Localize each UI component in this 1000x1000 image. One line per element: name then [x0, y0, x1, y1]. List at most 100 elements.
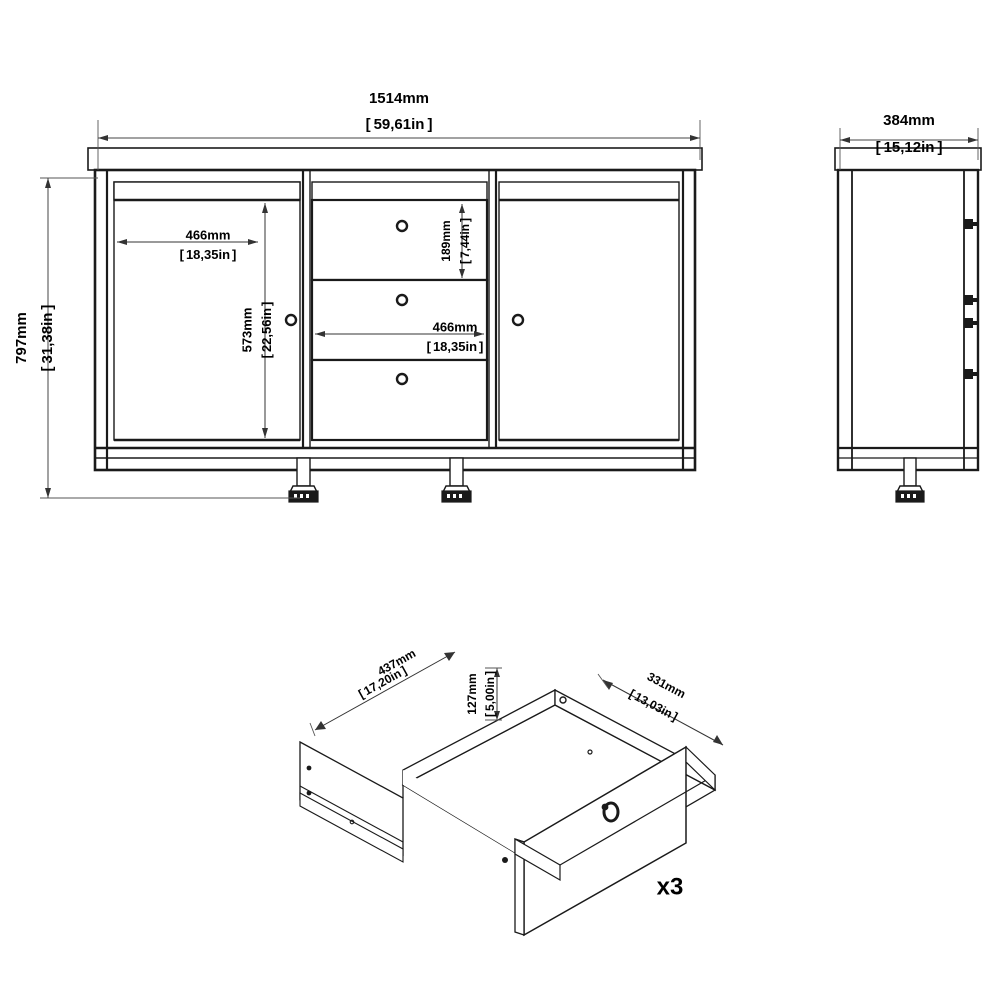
drawer-box-height-inch-val: 5,00in: [483, 677, 497, 711]
height-inch-val: 31,38in: [39, 313, 56, 364]
dim-overall-width: 1514mm [59,61in]: [97, 90, 701, 170]
dim-side-depth-mm: 384mm: [883, 112, 935, 129]
front-foot-right: [441, 457, 472, 503]
dim-width-arrow-right: [690, 135, 700, 141]
dim-drawer-length-ext-1: [309, 722, 316, 737]
dim-drawer-length-arrow-1: [315, 721, 326, 730]
dim-drawer-width-mm: 466mm: [433, 319, 478, 334]
drawer-left-rail-end-screw: [502, 857, 508, 863]
dim-door-width-arrow-right: [248, 239, 258, 245]
side-hinge-4-body: [964, 369, 973, 379]
dim-height-arrow-top: [45, 178, 51, 188]
dim-drawer-box-height: 127mm [5,00in]: [465, 667, 502, 721]
dim-drawer-width-inch: [18,35in]: [427, 339, 484, 354]
dim-overall-height-inch: [31,38in]: [39, 305, 56, 372]
drawer-right-top-edge-face: [685, 745, 716, 792]
side-foot-ridge-3: [913, 494, 916, 498]
dim-overall-height-mm: 797mm: [13, 312, 30, 364]
dim-width-arrow-left: [98, 135, 108, 141]
foot-left-ridge-1: [294, 494, 297, 498]
drawer-2-knob-icon: [395, 293, 409, 307]
side-foot: [895, 457, 925, 503]
dim-height-arrow-bottom: [45, 488, 51, 498]
front-foot-right-stem: [449, 457, 464, 487]
dim-box-width-arrow-2: [713, 735, 723, 745]
drawer-left-slide-rail: [299, 792, 404, 863]
door-height-inch-val: 22,56in: [259, 308, 274, 352]
side-hinge-2-arm: [972, 298, 979, 302]
drawer-left-side-panel: [299, 740, 404, 857]
dim-box-width-ext-1: [597, 673, 609, 689]
side-hinge-1-arm: [972, 222, 979, 226]
front-drawer-2: [310, 278, 489, 362]
front-view-group: 1514mm [59,61in] 797mm [31,38in] 466mm […: [13, 90, 703, 503]
drawer-left-rail-hole: [349, 819, 355, 825]
drawer-left-cam-screw-2: [306, 790, 312, 796]
front-top-panel: [87, 147, 703, 171]
dim-depth-arrow-left: [840, 137, 850, 143]
right-door-knob-icon: [511, 313, 525, 327]
foot-right-ridge-3: [459, 494, 462, 498]
side-hinge-4-arm: [972, 372, 979, 376]
dim-door-height-mm: 573mm: [239, 308, 254, 353]
drawer-left-cam-screw-1: [306, 765, 312, 771]
dim-drawer-height-arrow-top: [459, 204, 465, 213]
side-foot-stem: [903, 457, 917, 487]
dim-side-depth-inch: [15,12in]: [876, 139, 943, 156]
dim-depth-arrow-right: [968, 137, 978, 143]
dim-box-width-arrow-1: [603, 680, 613, 690]
side-hinge-1: [964, 219, 979, 229]
drawer-width-inch-val: 18,35in: [433, 339, 477, 354]
dim-drawer-length: 437mm [17,20in]: [309, 646, 456, 737]
dim-box-height-arrow-bottom: [494, 711, 500, 720]
dim-door-width-mm: 466mm: [186, 227, 231, 242]
drawer-detail-group: 437mm [17,20in] 127mm [5,00in] 331mm: [299, 646, 724, 937]
side-hinge-3: [964, 318, 979, 328]
dim-drawer-width-arrow-left: [315, 331, 325, 337]
door-width-inch-val: 18,35in: [186, 247, 230, 262]
drawer-1-knob-icon: [395, 219, 409, 233]
dim-door-height-arrow-top: [262, 203, 268, 213]
dim-drawer-height: 189mm [7,44in]: [439, 204, 472, 278]
front-drawer-bay-top-reveal: [311, 181, 488, 201]
dim-drawer-box-width-line: [602, 679, 724, 746]
depth-inch-val: 15,12in: [884, 139, 935, 156]
side-hinge-1-body: [964, 219, 973, 229]
drawer-front-inner-wall: [514, 837, 561, 882]
front-drawer-3: [310, 358, 489, 442]
front-foot-left: [288, 457, 319, 503]
dim-drawer-height-mm: 189mm: [439, 220, 453, 261]
front-foot-left-stem: [296, 457, 311, 487]
drawer-knob-center: [601, 803, 609, 811]
side-hinge-3-arm: [972, 321, 979, 325]
dim-overall-height: 797mm [31,38in]: [13, 177, 300, 499]
front-foot-left-base: [288, 490, 319, 503]
dim-door-height-inch: [22,56in]: [259, 302, 274, 359]
drawer-knob-ring: [602, 801, 620, 823]
dim-door-width: 466mm [18,35in]: [117, 227, 258, 262]
side-carcass-outline: [836, 168, 980, 472]
dim-side-depth: 384mm [15,12in]: [839, 112, 979, 170]
drawer-front-knob-icon: [601, 801, 620, 823]
dim-door-height: 573mm [22,56in]: [239, 203, 274, 438]
side-foot-ridge-1: [901, 494, 904, 498]
front-drawer-1: [310, 198, 489, 282]
dim-drawer-length-arrow-2: [444, 652, 455, 661]
dim-overall-width-inch: [59,61in]: [366, 116, 433, 133]
width-inch-val: 59,61in: [374, 116, 425, 133]
drawer-quantity-label: x3: [657, 873, 684, 900]
dim-door-height-arrow-bottom: [262, 428, 268, 438]
dim-door-width-arrow-left: [117, 239, 127, 245]
side-foot-ridge-2: [907, 494, 910, 498]
front-right-door-panel: [498, 181, 680, 441]
dim-drawer-height-inch: [7,44in]: [458, 218, 472, 264]
drawer-front-inner-top-line: [559, 774, 716, 866]
front-left-door-top-reveal: [113, 181, 301, 201]
drawer-height-inch-val: 7,44in: [458, 224, 472, 258]
drawer-left-panel-rail-line-1: [299, 785, 404, 843]
left-door-knob-icon: [284, 313, 298, 327]
dim-door-width-inch: [18,35in]: [180, 247, 237, 262]
drawer-back-corner-hole: [559, 696, 567, 704]
